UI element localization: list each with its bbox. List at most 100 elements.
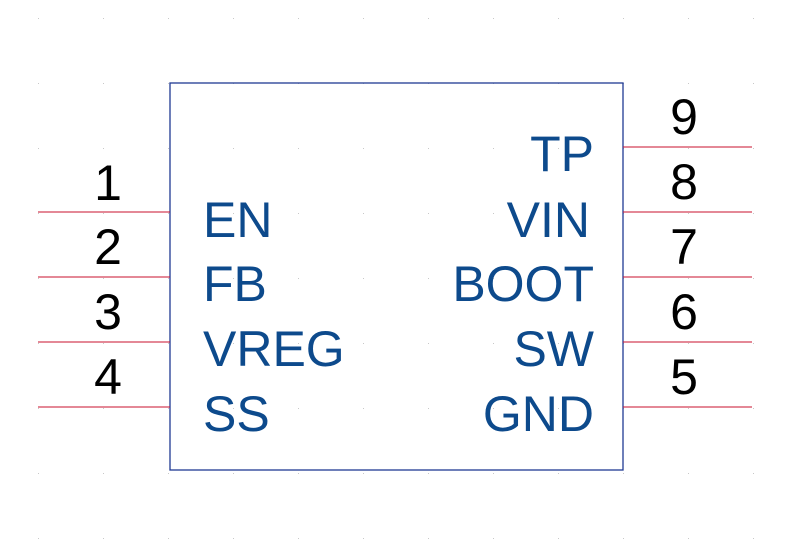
grid-dot <box>688 278 689 279</box>
grid-dot <box>38 213 39 214</box>
pin-number: 2 <box>94 219 122 275</box>
right-pin-7: 7 BOOT <box>452 219 752 312</box>
left-pin-2: 2 FB <box>38 219 267 312</box>
grid-dot <box>688 213 689 214</box>
grid-dot <box>233 343 234 344</box>
grid-dot <box>428 473 429 474</box>
pin-name: FB <box>203 256 267 312</box>
grid-dot <box>753 18 754 19</box>
grid-dot <box>233 18 234 19</box>
grid-dot <box>753 213 754 214</box>
pin-name: VIN <box>507 192 590 248</box>
grid-dot <box>298 278 299 279</box>
left-pin-4: 4 SS <box>38 349 270 442</box>
grid-dot <box>428 148 429 149</box>
pin-number: 5 <box>670 349 698 405</box>
grid-dot <box>38 343 39 344</box>
grid-dot <box>753 408 754 409</box>
grid-dot <box>103 18 104 19</box>
grid-dot <box>558 408 559 409</box>
grid-dot <box>363 278 364 279</box>
grid-dot <box>168 473 169 474</box>
grid-dot <box>298 343 299 344</box>
pin-number: 4 <box>94 349 122 405</box>
pin-number: 6 <box>670 284 698 340</box>
grid-dot <box>38 538 39 539</box>
pin-number: 1 <box>94 155 122 211</box>
grid-dot <box>558 18 559 19</box>
grid-dot <box>363 408 364 409</box>
grid-dot <box>688 538 689 539</box>
grid-dot <box>428 213 429 214</box>
grid-dot <box>558 538 559 539</box>
grid-dot <box>363 343 364 344</box>
pin-number: 8 <box>670 154 698 210</box>
grid-dot <box>688 18 689 19</box>
pin-name: EN <box>203 192 272 248</box>
grid-dot <box>298 18 299 19</box>
pin-name: GND <box>483 386 594 442</box>
pin-name: SS <box>203 386 270 442</box>
pin-number: 7 <box>670 219 698 275</box>
grid-dot <box>38 83 39 84</box>
grid-dots <box>38 18 754 539</box>
grid-dot <box>688 343 689 344</box>
grid-dot <box>493 408 494 409</box>
grid-dot <box>753 473 754 474</box>
grid-dot <box>493 148 494 149</box>
grid-dot <box>168 538 169 539</box>
grid-dot <box>623 18 624 19</box>
grid-dot <box>493 213 494 214</box>
grid-dot <box>493 18 494 19</box>
grid-dot <box>428 278 429 279</box>
grid-dot <box>168 408 169 409</box>
pin-number: 3 <box>94 284 122 340</box>
grid-dot <box>168 83 169 84</box>
grid-dot <box>103 213 104 214</box>
grid-dot <box>753 148 754 149</box>
grid-dot <box>168 343 169 344</box>
pin-name: SW <box>513 321 594 377</box>
right-pin-6: 6 SW <box>513 284 752 377</box>
grid-dot <box>298 538 299 539</box>
pin-name: BOOT <box>452 256 594 312</box>
pin-name: VREG <box>203 321 345 377</box>
grid-dot <box>363 213 364 214</box>
grid-dot <box>688 148 689 149</box>
grid-dot <box>753 83 754 84</box>
grid-dot <box>558 473 559 474</box>
grid-dot <box>363 538 364 539</box>
grid-dot <box>38 18 39 19</box>
grid-dot <box>363 18 364 19</box>
grid-dot <box>558 278 559 279</box>
right-pin-9: 9 TP <box>530 89 752 182</box>
grid-dot <box>623 538 624 539</box>
right-pin-8: 8 VIN <box>507 154 752 248</box>
grid-dot <box>103 473 104 474</box>
grid-dot <box>493 538 494 539</box>
grid-dot <box>428 18 429 19</box>
grid-dot <box>103 148 104 149</box>
grid-dot <box>753 343 754 344</box>
grid-dot <box>493 343 494 344</box>
grid-dot <box>233 408 234 409</box>
grid-dot <box>38 473 39 474</box>
grid-dot <box>233 278 234 279</box>
grid-dot <box>38 278 39 279</box>
grid-dot <box>493 278 494 279</box>
grid-dot <box>103 343 104 344</box>
grid-dot <box>168 18 169 19</box>
grid-dot <box>558 343 559 344</box>
grid-dot <box>688 408 689 409</box>
grid-dot <box>428 538 429 539</box>
grid-dot <box>298 408 299 409</box>
grid-dot <box>688 473 689 474</box>
grid-dot <box>168 213 169 214</box>
grid-dot <box>38 408 39 409</box>
left-pin-1: 1 EN <box>38 155 272 248</box>
grid-dot <box>428 408 429 409</box>
grid-dot <box>233 213 234 214</box>
left-pin-3: 3 VREG <box>38 284 345 377</box>
grid-dot <box>428 343 429 344</box>
